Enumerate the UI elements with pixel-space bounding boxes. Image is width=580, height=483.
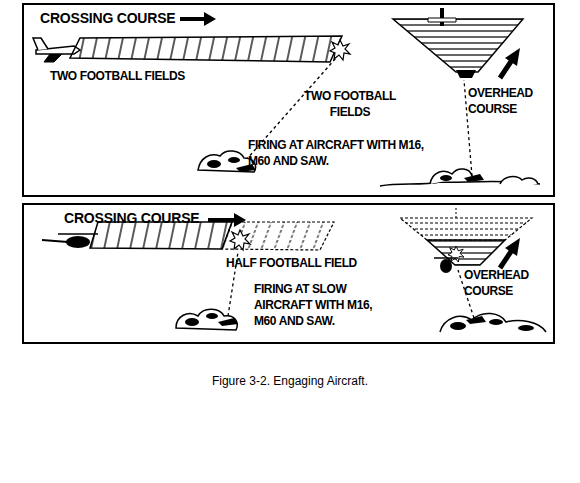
rotor [434,257,458,259]
panel-label: FIRING AT SLOW AIRCRAFT WITH M16, M60 AN… [254,281,390,329]
rotor [58,233,98,235]
bush-shade [440,175,452,181]
bush-shade [206,313,218,319]
bush-shade [207,160,221,168]
helicopter-body [66,236,90,248]
crossing-band [90,222,232,249]
helicopter-body [440,259,452,273]
panel-label: TWO FOOTBALL FIELDS [50,68,240,84]
overhead-helicopter [434,258,458,273]
arrow-head [505,48,520,66]
bush [176,309,237,330]
overhead-arrow [500,238,520,268]
bush [440,313,546,332]
panel-label: CROSSING COURSE [40,10,210,26]
panel-label: FIRING AT AIRCRAFT WITH M16, M60 AND SAW… [248,137,428,169]
crossing-arrow [180,12,216,26]
overhead-jet [428,8,456,26]
helicopter [42,234,98,248]
projection-mark [456,208,457,218]
arrow-shaft [500,250,512,268]
panel-label: OVERHEAD COURSE [464,267,544,299]
overhead-band [393,19,523,72]
panel-frame: CROSSING COURSE HALF FOOTBALL FIELD OVERHE… [22,203,555,344]
tail-boom [42,240,68,242]
bush-shade [228,157,240,163]
fuselage [440,8,444,26]
terrain-left [198,151,256,172]
terrain-left [176,309,238,330]
wing [428,18,456,22]
bush [198,151,256,172]
figure-caption: Figure 3-2. Engaging Aircraft. [0,373,580,389]
bush-shade [450,322,466,330]
burst [448,246,464,262]
terrain-right [440,313,546,332]
tail-fin [33,38,48,50]
panel-label: HALF FOOTBALL FIELD [226,255,416,271]
bush [500,177,538,184]
bush-shade [489,319,503,325]
gunner [218,318,238,326]
burst [230,230,250,250]
terrain-right [380,169,540,186]
bush-shade [185,318,199,326]
panel-label: CROSSING COURSE [64,210,234,226]
bush [430,169,472,184]
bush-shade [518,325,534,331]
arrow-head [204,12,216,26]
burst [330,40,350,60]
panel-label: OVERHEAD COURSE [468,85,548,117]
overhead-jet-low [456,70,476,78]
gunner [466,316,486,324]
overhead-band [427,240,505,265]
panel-frame: CROSSING COURSE TWO FOOTBALL FIELDS TWO FO… [22,3,555,197]
gunner [464,174,484,182]
panel-label: TWO FOOTBALL FIELDS [296,88,404,120]
overhead-arrow [500,48,520,78]
arrow-shaft [180,17,206,21]
overhead-band-projected [400,218,532,240]
arrow-head [505,238,520,256]
arrow-shaft [500,60,512,78]
wing [44,54,62,62]
crossing-band-projected [222,222,334,250]
crossing-band [70,36,342,62]
